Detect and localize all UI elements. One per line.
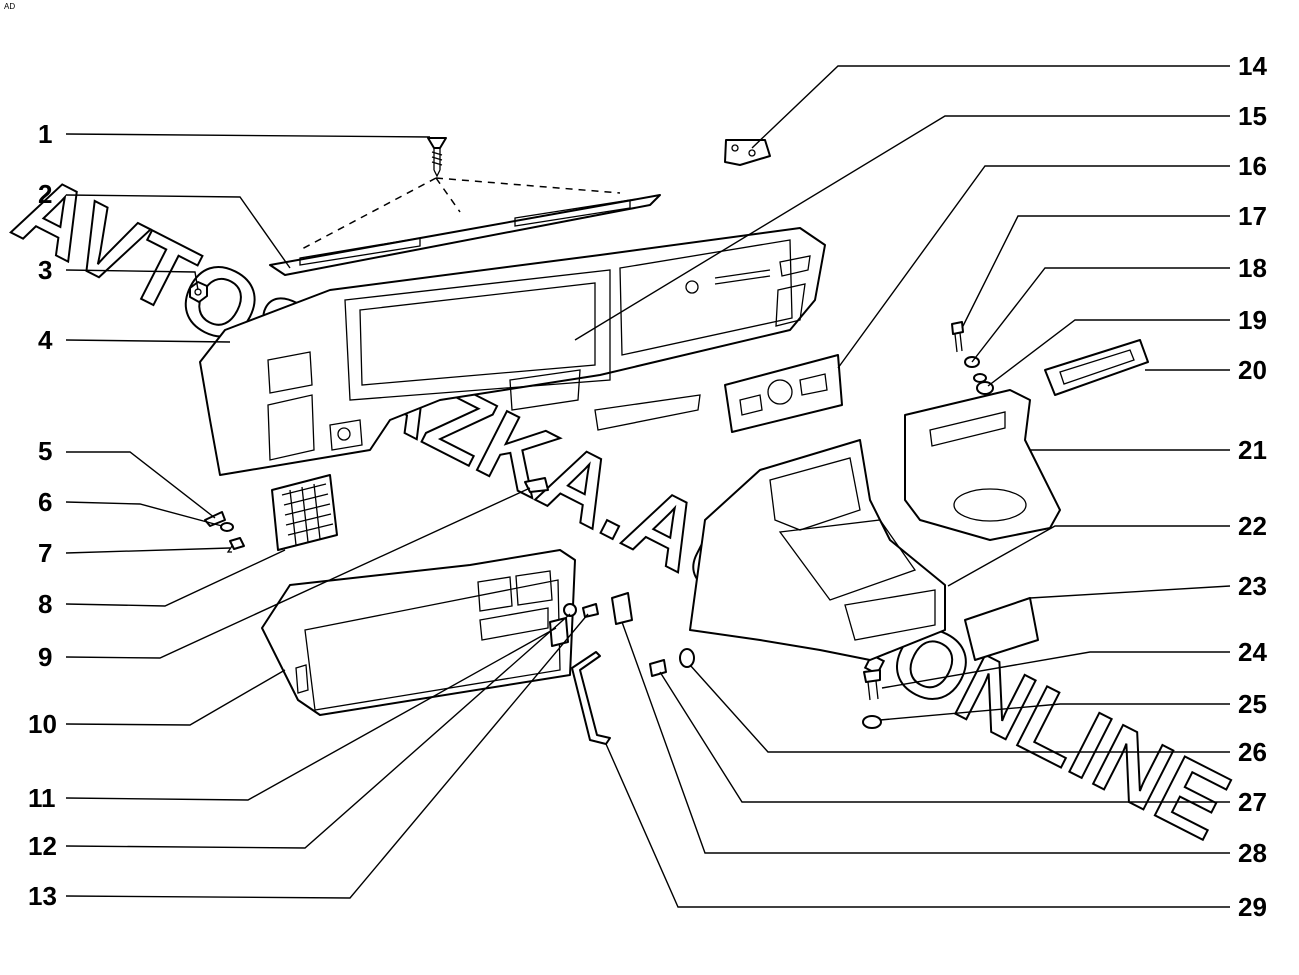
leader-24 (881, 651, 1230, 689)
leader-4 (65, 339, 231, 343)
callout-leaders (65, 65, 1231, 908)
callout-18: 18 (1238, 253, 1267, 283)
leader-10 (65, 669, 286, 726)
callout-3: 3 (38, 255, 52, 285)
bracket-part-28 (611, 592, 633, 625)
parts-drawing (189, 137, 1149, 745)
screw-part-13 (582, 603, 599, 618)
leader-13 (65, 613, 589, 899)
callout-10: 10 (28, 709, 57, 739)
screw-part-24 (863, 669, 881, 701)
leader-28 (621, 621, 1230, 854)
callout-29: 29 (1238, 892, 1267, 922)
dashboard-panel-part-4 (199, 227, 826, 476)
leader-22 (947, 525, 1230, 587)
switch-panel-part-16 (724, 354, 843, 433)
callout-1: 1 (38, 119, 52, 149)
callout-15: 15 (1238, 101, 1267, 131)
callout-5: 5 (38, 436, 52, 466)
callout-28: 28 (1238, 838, 1267, 868)
nut-part-3 (189, 281, 208, 303)
callout-12: 12 (28, 831, 57, 861)
callout-20: 20 (1238, 355, 1267, 385)
screw-part-7 (226, 537, 245, 553)
callout-8: 8 (38, 589, 52, 619)
callout-2: 2 (38, 179, 52, 209)
leader-7 (65, 547, 231, 554)
washer-part-6 (220, 522, 234, 532)
callout-labels-right: 14 15 16 17 18 19 20 21 22 23 24 25 26 2… (1238, 51, 1267, 922)
nut-part-12 (563, 603, 577, 617)
assembly-line-2 (435, 177, 621, 194)
leader-16 (837, 165, 1230, 369)
callout-19: 19 (1238, 305, 1267, 335)
callout-25: 25 (1238, 689, 1267, 719)
callout-9: 9 (38, 642, 52, 672)
leader-19 (987, 319, 1230, 387)
lower-panel-part-10 (261, 549, 576, 716)
screw-part-27 (649, 659, 667, 677)
callout-21: 21 (1238, 435, 1267, 465)
callout-13: 13 (28, 881, 57, 911)
leader-14 (751, 65, 1230, 149)
callout-26: 26 (1238, 737, 1267, 767)
callout-22: 22 (1238, 511, 1267, 541)
leader-12 (65, 613, 571, 849)
rod-part-29 (571, 651, 611, 745)
leader-17 (961, 215, 1230, 329)
callout-17: 17 (1238, 201, 1267, 231)
leader-6 (65, 501, 223, 527)
leader-25 (879, 703, 1230, 721)
leader-5 (66, 451, 216, 519)
tray-part-21 (904, 389, 1061, 541)
callout-labels-left: 1 2 3 4 5 6 7 8 9 10 11 12 13 (28, 119, 57, 911)
callout-24: 24 (1238, 637, 1267, 667)
leader-29 (605, 743, 1230, 908)
leader-26 (689, 664, 1230, 753)
callout-7: 7 (38, 538, 52, 568)
bolt-part-17 (951, 321, 964, 353)
callout-23: 23 (1238, 571, 1267, 601)
center-console-part-22 (689, 439, 946, 661)
nut-part-26 (679, 648, 695, 668)
callout-14: 14 (1238, 51, 1267, 81)
leader-8 (65, 549, 286, 607)
top-trim-strip-part-2 (269, 194, 661, 276)
callout-6: 6 (38, 487, 52, 517)
leader-1 (65, 133, 431, 138)
callout-27: 27 (1238, 787, 1267, 817)
leader-27 (659, 671, 1230, 803)
leader-11 (65, 627, 557, 801)
callout-16: 16 (1238, 151, 1267, 181)
assembly-line-3 (435, 177, 461, 213)
screw-part-1 (427, 137, 447, 178)
leader-3 (65, 269, 199, 291)
leader-15 (574, 115, 1230, 341)
leader-2 (65, 194, 291, 269)
small-lid-part-20 (1044, 339, 1149, 396)
corner-mark: AD (4, 2, 15, 11)
callout-11: 11 (28, 783, 56, 813)
callout-4: 4 (38, 325, 53, 355)
hatch-part-23 (964, 597, 1039, 661)
washer-part-25 (862, 715, 882, 729)
leader-18 (971, 267, 1230, 363)
speaker-grille-part-8 (271, 474, 338, 551)
hinge-bracket-part-14 (724, 139, 771, 166)
leader-23 (1029, 585, 1231, 599)
leader-9 (65, 487, 531, 659)
clip-part-11 (549, 617, 569, 647)
